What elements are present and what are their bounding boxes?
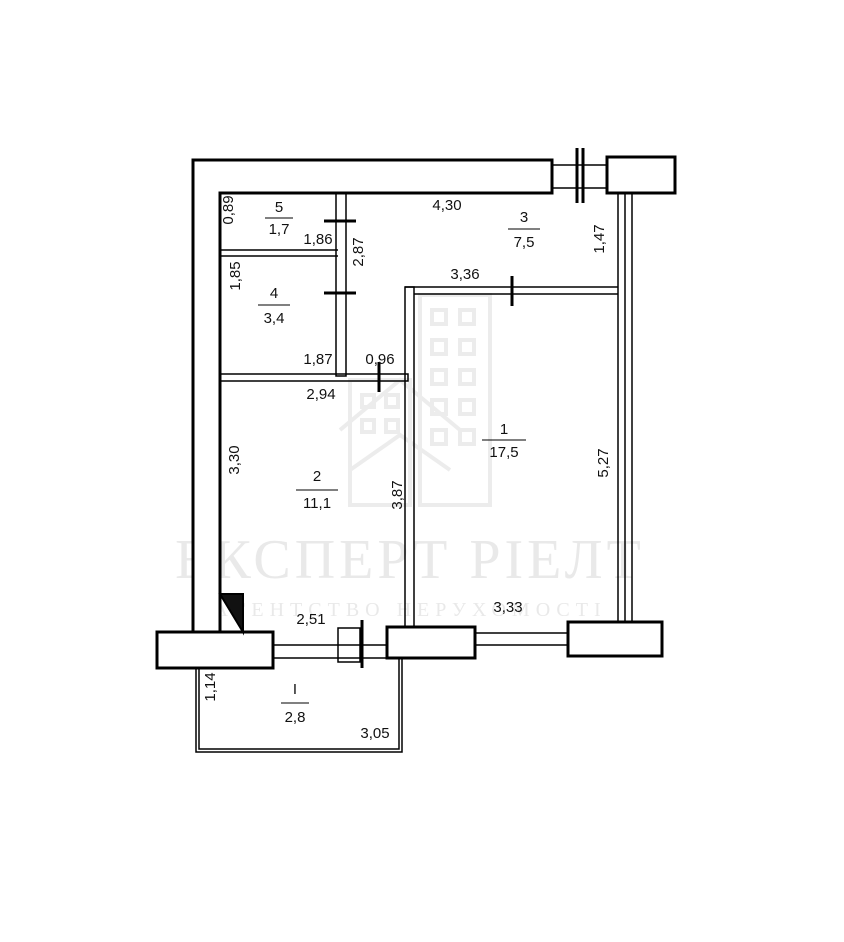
partitions [195, 192, 618, 753]
dim-0-96: 0,96 [365, 351, 394, 368]
dimensions: 0,89 4,30 1,47 1,86 2,87 1,85 3,36 1,87 … [202, 195, 612, 742]
wall-top-right-pier [605, 155, 677, 195]
balcony-label: I 2,8 [281, 681, 309, 726]
partition-vertical-54 [335, 192, 347, 377]
dim-1-14: 1,14 [202, 672, 219, 701]
room-number: 2 [313, 468, 321, 485]
room-area: 7,5 [514, 234, 535, 251]
watermark-brand: ЕКСПЕРТ РІЕЛТ [175, 529, 645, 591]
room-5-label: 5 1,7 [265, 199, 293, 238]
partition-4-2 [219, 373, 409, 382]
dim-2-94: 2,94 [306, 386, 335, 403]
room-number: 5 [275, 199, 283, 216]
watermark-building-icon [338, 293, 492, 507]
dim-4-30: 4,30 [432, 197, 461, 214]
dim-3-05: 3,05 [360, 725, 389, 742]
room-3-label: 3 7,5 [508, 209, 540, 251]
room-number: I [293, 681, 297, 698]
room-1-label: 1 17,5 [482, 421, 526, 461]
wall-bottom-left-pier [155, 630, 275, 670]
dim-1-86: 1,86 [303, 231, 332, 248]
dim-0-89: 0,89 [220, 195, 237, 224]
room-2-label: 2 11,1 [296, 468, 338, 512]
balcony-door [337, 627, 361, 663]
dim-2-87: 2,87 [350, 237, 367, 266]
dim-1-87: 1,87 [303, 351, 332, 368]
dim-1-85: 1,85 [227, 261, 244, 290]
room-number: 1 [500, 421, 508, 438]
exterior-walls [155, 148, 677, 670]
shaft-marker-line [219, 593, 244, 633]
room-area: 17,5 [489, 444, 518, 461]
wall-bottom-mid-pier [385, 625, 477, 660]
wall-bottom-right-pier [566, 620, 664, 658]
room-4-label: 4 3,4 [258, 285, 290, 327]
dim-3-36: 3,36 [450, 266, 479, 283]
watermark: ЕКСПЕРТ РІЕЛТ АГЕНТСТВО НЕРУХОМОСТІ [175, 293, 645, 621]
balcony-outline [195, 658, 403, 753]
balcony-inner [198, 658, 400, 750]
dim-3-30: 3,30 [226, 445, 243, 474]
dim-5-27: 5,27 [595, 448, 612, 477]
dim-1-47: 1,47 [591, 224, 608, 253]
room-number: 3 [520, 209, 528, 226]
room-area: 3,4 [264, 310, 285, 327]
room-area: 1,7 [269, 221, 290, 238]
room-number: 4 [270, 285, 278, 302]
dim-3-33: 3,33 [493, 599, 522, 616]
room-area: 2,8 [285, 709, 306, 726]
watermark-tagline: АГЕНТСТВО НЕРУХОМОСТІ [213, 599, 606, 621]
dim-3-87: 3,87 [389, 480, 406, 509]
room-labels: 5 1,7 3 7,5 4 3,4 1 17,5 2 11,1 I 2,8 [258, 199, 540, 726]
dim-2-51: 2,51 [296, 611, 325, 628]
room-area: 11,1 [303, 495, 331, 512]
